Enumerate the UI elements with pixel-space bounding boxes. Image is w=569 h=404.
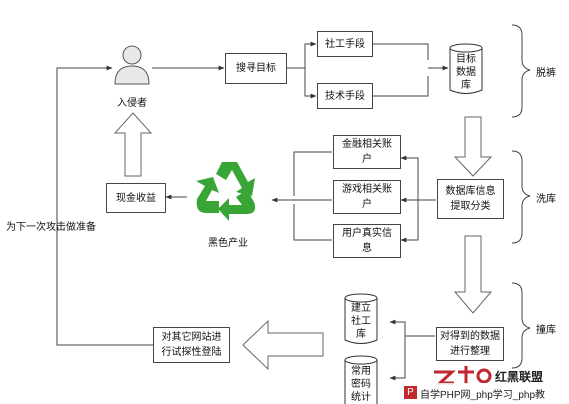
db-info-text: 数据库信息提取分类 xyxy=(445,186,496,212)
big-arrow-up xyxy=(113,112,153,177)
social-means-text: 社工手段 xyxy=(325,38,365,50)
search-target-text: 搜寻目标 xyxy=(236,63,276,74)
search-target-box: 搜寻目标 xyxy=(225,53,287,84)
target-db-text-box: 目标数据库 xyxy=(451,53,481,91)
watermark-logo xyxy=(434,366,492,385)
financial-accounts-box: 金融相关账户 xyxy=(333,135,401,169)
real-user-info-text: 用户真实信息 xyxy=(342,228,392,254)
brace-stuff xyxy=(511,282,531,369)
intruder-icon xyxy=(114,45,150,85)
social-db-text: 建立社工库 xyxy=(351,302,371,340)
big-arrow-left xyxy=(242,319,324,371)
social-db-cylinder xyxy=(344,293,378,344)
loop-arrow xyxy=(56,65,153,346)
probe-login-box: 对其它网站进行试探性登陆 xyxy=(153,327,230,363)
arrow-financial-to-black xyxy=(293,151,332,196)
arrow-tech-to-db xyxy=(373,76,429,97)
organize-data-text: 对得到的数据进行整理 xyxy=(440,331,500,357)
tech-means-box: 技术手段 xyxy=(317,83,373,109)
real-user-info-box: 用户真实信息 xyxy=(333,224,401,258)
target-db-text: 目标数据库 xyxy=(456,53,476,91)
game-accounts-text: 游戏相关账户 xyxy=(342,184,392,210)
watermark-p-icon: P xyxy=(404,386,417,399)
pw-stats-text-box: 常用密码统计 xyxy=(346,364,376,404)
prepare-next-label: 为下一次攻击做准备 xyxy=(6,222,96,233)
arrow-organize-to-socialdb xyxy=(389,319,435,337)
arrow-search-to-tech xyxy=(304,68,317,99)
phase-wash-label: 洗库 xyxy=(536,194,556,205)
watermark-footer-text: 自学PHP网_php学习_php教 xyxy=(420,390,546,401)
cash-income-text: 现金收益 xyxy=(116,192,156,204)
arrow-social-to-db xyxy=(373,43,429,60)
arrow-search-to-social xyxy=(287,41,317,69)
probe-login-text: 对其它网站进行试探性登陆 xyxy=(161,332,222,358)
game-accounts-box: 游戏相关账户 xyxy=(333,180,401,214)
brace-drag xyxy=(511,24,531,118)
watermark-footer-bar: P 自学PHP网_php学习_php教 xyxy=(402,383,569,404)
target-db-cylinder xyxy=(449,43,483,94)
phase-drag-label: 脱裤 xyxy=(536,68,556,79)
tech-means-text: 技术手段 xyxy=(325,90,365,102)
pw-stats-cylinder xyxy=(344,355,378,404)
watermark-brand: 红黑联盟 xyxy=(495,370,544,384)
big-arrow-down-1 xyxy=(453,116,493,177)
black-industry-label: 黑色产业 xyxy=(208,238,248,249)
social-db-text-box: 建立社工库 xyxy=(346,302,376,340)
pw-stats-text: 常用密码统计 xyxy=(351,365,371,403)
arrow-organize-to-pwstats xyxy=(389,336,406,381)
organize-data-box: 对得到的数据进行整理 xyxy=(436,327,504,361)
phase-stuff-label: 撞库 xyxy=(536,325,556,336)
arrow-realinfo-to-black xyxy=(293,204,332,241)
big-arrow-down-2 xyxy=(453,235,493,314)
intruder-label: 入侵者 xyxy=(117,98,147,109)
arrow-db-to-financial xyxy=(400,155,436,201)
financial-accounts-text: 金融相关账户 xyxy=(342,139,392,165)
db-info-box: 数据库信息提取分类 xyxy=(437,179,504,219)
brace-wash xyxy=(511,150,531,244)
recycle-icon xyxy=(196,162,256,221)
social-means-box: 社工手段 xyxy=(317,31,373,57)
arrow-db-to-realinfo xyxy=(400,200,419,243)
cash-income-box: 现金收益 xyxy=(106,183,166,213)
